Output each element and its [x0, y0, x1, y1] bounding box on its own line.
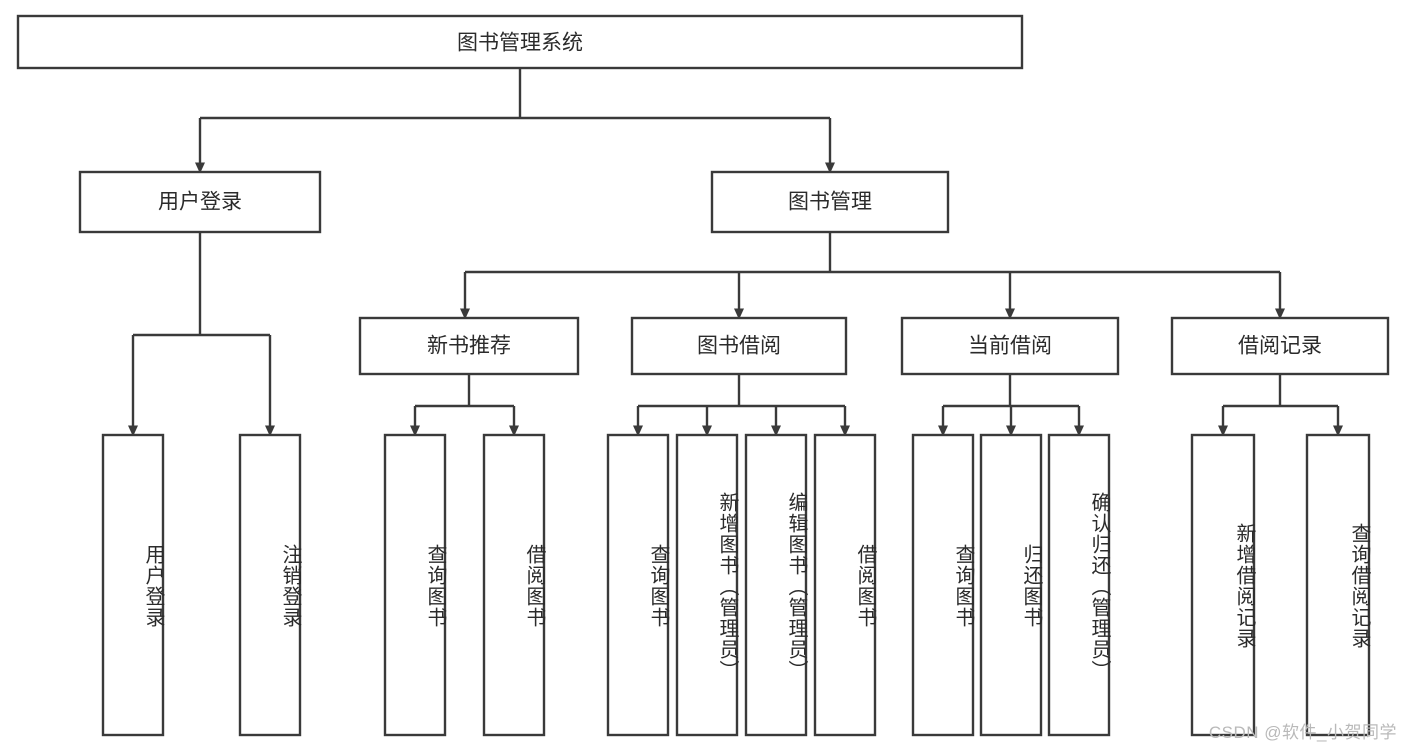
leaf-rect-borrow-book-bb[interactable] [813, 433, 877, 737]
leaf-rect-borrow-book-nbr[interactable] [482, 433, 546, 737]
node-book-borrow[interactable]: 图书借阅 [630, 316, 848, 376]
node-book-borrow-rect[interactable] [630, 316, 848, 376]
node-current-borrow[interactable]: 当前借阅 [900, 316, 1120, 376]
leaf-rect-query-book-bb[interactable] [606, 433, 670, 737]
connector-group-current-borrow [938, 374, 1084, 437]
node-current-borrow-label: 当前借阅 [968, 335, 1052, 358]
node-book-management-label: 图书管理 [788, 191, 872, 214]
leaf-rect-query-book-nbr[interactable] [383, 433, 447, 737]
csdn-watermark: CSDN @软件_小贺同学 [1208, 723, 1397, 742]
connector-group-book-borrow [633, 374, 850, 437]
node-borrow-record-label: 借阅记录 [1238, 335, 1322, 358]
leaf-rect-edit-book[interactable] [744, 433, 808, 737]
node-borrow-record[interactable]: 借阅记录 [1170, 316, 1390, 376]
leaf-rect-confirm-return[interactable] [1047, 433, 1111, 737]
leaf-rect-add-borrow-record[interactable] [1190, 433, 1256, 737]
node-new-book-recommendation-label: 新书推荐 [427, 335, 511, 358]
leaf-rect-user-login[interactable] [101, 433, 165, 737]
node-new-book-recommendation[interactable]: 新书推荐 [358, 316, 580, 376]
node-current-borrow-rect[interactable] [900, 316, 1120, 376]
node-borrow-record-rect[interactable] [1170, 316, 1390, 376]
connector-group-user-login [128, 232, 275, 437]
node-user-login-label: 用户登录 [158, 191, 242, 214]
node-book-borrow-label: 图书借阅 [697, 335, 781, 358]
leaf-rect-query-book-cb[interactable] [911, 433, 975, 737]
leaf-rect-add-book[interactable] [675, 433, 739, 737]
node-root-rect[interactable] [16, 14, 1024, 70]
node-user-login-rect[interactable] [78, 170, 322, 234]
connector-group-root [195, 68, 835, 174]
connector-group-borrow-record [1218, 374, 1343, 437]
node-new-book-recommendation-rect[interactable] [358, 316, 580, 376]
leaf-rect-query-borrow-record[interactable] [1305, 433, 1371, 737]
node-root[interactable]: 图书管理系统 [16, 14, 1024, 70]
node-user-login[interactable]: 用户登录 [78, 170, 322, 234]
leaf-rect-logout[interactable] [238, 433, 302, 737]
connector-group-new-book-rec [410, 374, 519, 437]
node-book-management[interactable]: 图书管理 [710, 170, 950, 234]
node-root-label: 图书管理系统 [457, 32, 583, 55]
leaf-rect-return-book[interactable] [979, 433, 1043, 737]
node-book-management-rect[interactable] [710, 170, 950, 234]
leaf-rect-group [101, 433, 1371, 737]
connector-group-book-mgmt [460, 232, 1285, 320]
